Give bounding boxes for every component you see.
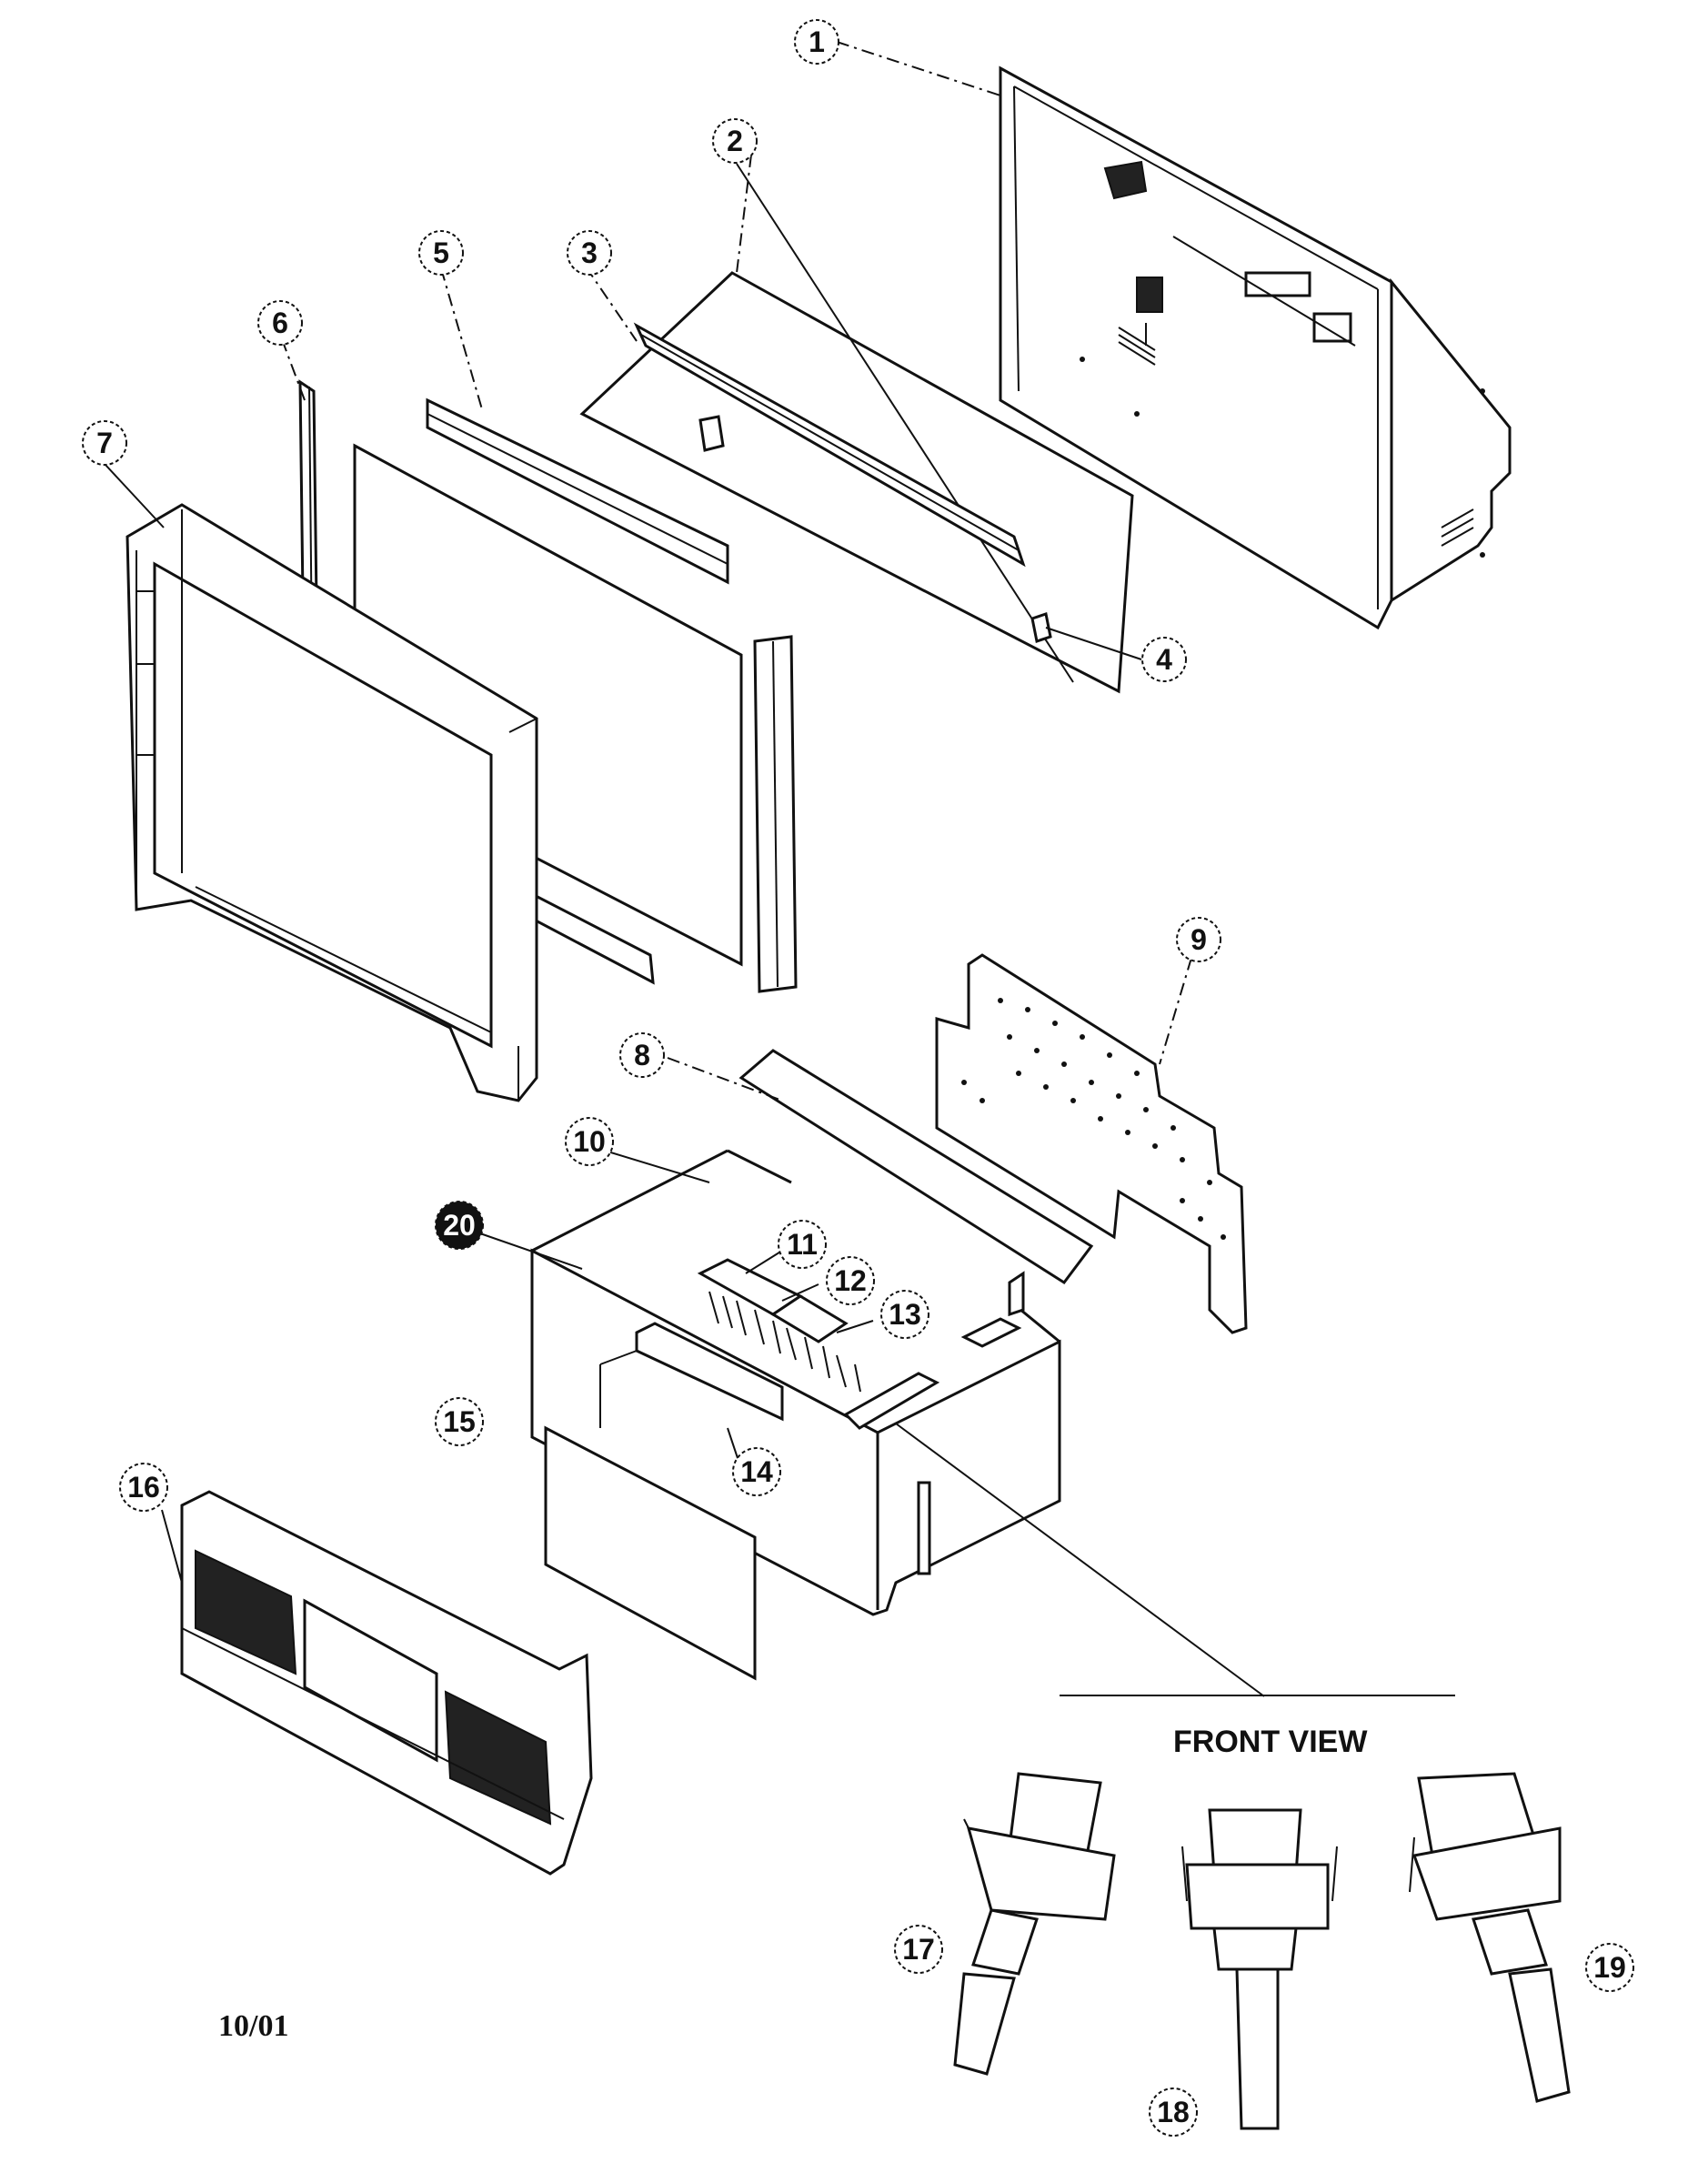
callout-15: 15 <box>435 1397 484 1446</box>
svg-text:16: 16 <box>127 1471 160 1504</box>
svg-text:4: 4 <box>1156 643 1172 676</box>
part-16-speaker-bezel <box>180 1490 593 1876</box>
callout-2: 2 <box>712 118 758 164</box>
callout-8: 8 <box>619 1032 665 1078</box>
callout-14: 14 <box>732 1447 781 1496</box>
date-code: 10/01 <box>218 2009 288 2043</box>
part-18-crt-tube <box>1181 1808 1338 2130</box>
callout-10: 10 <box>565 1117 614 1166</box>
svg-text:14: 14 <box>740 1455 773 1488</box>
svg-text:13: 13 <box>889 1298 921 1331</box>
part-7-front-frame <box>126 503 538 1102</box>
svg-text:15: 15 <box>443 1405 476 1438</box>
leader-lines <box>104 41 1265 1697</box>
svg-text:12: 12 <box>834 1264 867 1297</box>
part-8-flat-panel <box>738 1049 1094 1285</box>
callout-16: 16 <box>119 1463 168 1512</box>
parts-11-13-brackets <box>708 1291 861 1393</box>
part-3-upper-rail <box>633 322 1026 568</box>
svg-text:5: 5 <box>433 236 449 269</box>
callout-7: 7 <box>82 420 127 466</box>
callout-3: 3 <box>567 230 612 276</box>
callout-19: 19 <box>1585 1943 1634 1992</box>
callout-20: 20 <box>435 1201 484 1250</box>
svg-text:1: 1 <box>809 25 825 58</box>
svg-text:6: 6 <box>272 307 288 339</box>
callout-5: 5 <box>418 230 464 276</box>
part-1-rear-cover <box>999 65 1512 630</box>
part-15-lower-plate <box>544 1425 757 1681</box>
main-chassis-box <box>530 1149 1061 1616</box>
callout-12: 12 <box>826 1256 875 1305</box>
svg-text:9: 9 <box>1191 923 1207 956</box>
callout-6: 6 <box>257 300 303 346</box>
callout-18: 18 <box>1149 2087 1198 2137</box>
svg-text:19: 19 <box>1593 1951 1626 1984</box>
part-5-top-trim <box>426 397 729 585</box>
svg-text:11: 11 <box>787 1228 818 1261</box>
svg-text:2: 2 <box>727 125 743 157</box>
svg-text:18: 18 <box>1157 2096 1190 2128</box>
svg-text:17: 17 <box>902 1933 935 1966</box>
callout-9: 9 <box>1176 917 1221 962</box>
callout-13: 13 <box>880 1290 929 1339</box>
part-4-bracket <box>698 415 1052 643</box>
svg-text:3: 3 <box>581 236 598 269</box>
front-view-label: FRONT VIEW <box>1173 1725 1368 1759</box>
svg-text:20: 20 <box>443 1209 476 1242</box>
callout-11: 11 <box>778 1220 827 1269</box>
part-17-crt-tube <box>953 1772 1116 2076</box>
part-19-crt-tube <box>1409 1772 1571 2103</box>
svg-text:7: 7 <box>96 427 113 459</box>
callout-4: 4 <box>1141 637 1187 682</box>
svg-text:8: 8 <box>634 1039 650 1071</box>
part-9-perforated-board <box>935 953 1248 1334</box>
svg-text:10: 10 <box>573 1125 606 1158</box>
callout-17: 17 <box>894 1925 943 1974</box>
callout-1: 1 <box>794 19 839 65</box>
